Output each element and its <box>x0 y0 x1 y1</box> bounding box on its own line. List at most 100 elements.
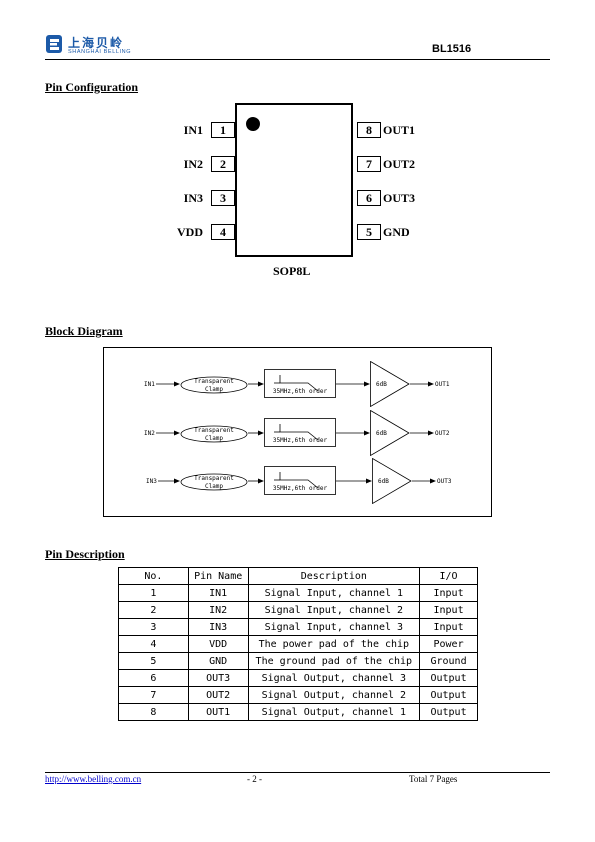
cell-io: Ground <box>419 652 478 670</box>
cell-pin-name: GND <box>187 652 249 670</box>
table-row: 4 VDD The power pad of the chip Power <box>118 635 478 653</box>
cell-io: Output <box>419 686 478 704</box>
cell-pin-number: 1 <box>118 584 189 602</box>
cell-description: Signal Output, channel 1 <box>247 703 421 721</box>
chip-package-outline <box>235 103 353 257</box>
arrow-icon <box>410 381 434 387</box>
table-row: 6 OUT3 Signal Output, channel 3 Output <box>118 669 478 687</box>
column-header: Pin Name <box>187 567 249 585</box>
amplifier-triangle-icon <box>370 361 410 407</box>
lowpass-filter-block <box>264 466 336 495</box>
table-row: 7 OUT2 Signal Output, channel 2 Output <box>118 686 478 704</box>
cell-io: Input <box>419 601 478 619</box>
cell-pin-name: OUT3 <box>187 669 249 687</box>
block-diagram-frame <box>103 347 492 517</box>
cell-description: Signal Output, channel 2 <box>247 686 421 704</box>
cell-description: The ground pad of the chip <box>247 652 421 670</box>
footer-divider <box>45 772 550 773</box>
amplifier-triangle-icon <box>370 410 410 456</box>
channel-output-label: OUT3 <box>437 478 452 485</box>
pin-name-left: IN1 <box>183 123 203 137</box>
cell-pin-name: OUT1 <box>187 703 249 721</box>
amp-gain-label: 6dB <box>376 381 387 388</box>
pin-number-box: 4 <box>211 224 235 240</box>
cell-pin-name: IN1 <box>187 584 249 602</box>
clamp-label-2: Clamp <box>204 483 224 490</box>
clamp-block <box>180 376 248 394</box>
website-link[interactable]: http://www.belling.com.cn <box>45 774 142 784</box>
part-number: BL1516 <box>432 43 472 55</box>
lowpass-filter-block <box>264 418 336 447</box>
cell-pin-number: 4 <box>118 635 189 653</box>
pin-name-left: IN3 <box>183 191 203 205</box>
cell-pin-number: 6 <box>118 669 189 687</box>
cell-pin-number: 7 <box>118 686 189 704</box>
table-row: 2 IN2 Signal Input, channel 2 Input <box>118 601 478 619</box>
logo-chinese-text: 上海贝岭 <box>68 36 125 50</box>
arrow-icon <box>248 430 264 436</box>
cell-io: Output <box>419 703 478 721</box>
cell-io: Input <box>419 618 478 636</box>
package-label: SOP8L <box>273 264 311 278</box>
pin-name-right: GND <box>383 225 410 239</box>
pin-description-table: No. Pin Name Description I/O 1 IN1 Signa… <box>118 567 478 721</box>
cell-pin-number: 3 <box>118 618 189 636</box>
clamp-label-2: Clamp <box>204 435 224 442</box>
table-row: 5 GND The ground pad of the chip Ground <box>118 652 478 670</box>
total-pages: Total 7 Pages <box>409 774 458 784</box>
amplifier-triangle-icon <box>372 458 412 504</box>
table-row: 1 IN1 Signal Input, channel 1 Input <box>118 584 478 602</box>
pin-name-right: OUT2 <box>383 157 416 171</box>
pin-name-left: IN2 <box>183 157 203 171</box>
arrow-icon <box>156 381 180 387</box>
clamp-label-2: Clamp <box>204 386 224 393</box>
cell-description: Signal Output, channel 3 <box>247 669 421 687</box>
pin-number-box: 1 <box>211 122 235 138</box>
channel-output-label: OUT2 <box>435 430 450 437</box>
filter-label: 35MHz,6th order <box>272 388 328 395</box>
logo-english-text: SHANGHAI BELLING <box>68 49 132 55</box>
arrow-icon <box>410 430 434 436</box>
arrow-icon <box>248 381 264 387</box>
arrow-icon <box>158 478 180 484</box>
cell-description: Signal Input, channel 3 <box>247 618 421 636</box>
pin-configuration-heading: Pin Configuration <box>45 80 139 94</box>
cell-description: The power pad of the chip <box>247 635 421 653</box>
arrow-icon <box>248 478 264 484</box>
channel-output-label: OUT1 <box>435 381 450 388</box>
cell-pin-number: 8 <box>118 703 189 721</box>
cell-pin-name: IN3 <box>187 618 249 636</box>
cell-io: Power <box>419 635 478 653</box>
amp-gain-label: 6dB <box>376 430 387 437</box>
pin-number-box: 8 <box>357 122 381 138</box>
lowpass-filter-block <box>264 369 336 398</box>
column-header: Description <box>247 567 421 585</box>
clamp-block <box>180 425 248 443</box>
column-header: No. <box>118 567 189 585</box>
channel-input-label: IN2 <box>144 430 155 437</box>
cell-description: Signal Input, channel 1 <box>247 584 421 602</box>
cell-pin-number: 5 <box>118 652 189 670</box>
table-row: 3 IN3 Signal Input, channel 3 Input <box>118 618 478 636</box>
belling-logo-icon <box>46 35 62 53</box>
pin-number-box: 6 <box>357 190 381 206</box>
cell-io: Input <box>419 584 478 602</box>
cell-description: Signal Input, channel 2 <box>247 601 421 619</box>
cell-pin-name: IN2 <box>187 601 249 619</box>
pin-name-right: OUT3 <box>383 191 416 205</box>
channel-input-label: IN1 <box>144 381 155 388</box>
column-header: I/O <box>419 567 478 585</box>
cell-pin-name: VDD <box>187 635 249 653</box>
arrow-icon <box>336 478 372 484</box>
cell-pin-number: 2 <box>118 601 189 619</box>
filter-label: 35MHz,6th order <box>272 485 328 492</box>
arrow-icon <box>156 430 180 436</box>
pin-number-box: 7 <box>357 156 381 172</box>
block-diagram-heading: Block Diagram <box>45 324 123 338</box>
amp-gain-label: 6dB <box>378 478 389 485</box>
arrow-icon <box>336 430 370 436</box>
pin-number-box: 5 <box>357 224 381 240</box>
cell-pin-name: OUT2 <box>187 686 249 704</box>
cell-io: Output <box>419 669 478 687</box>
table-row: 8 OUT1 Signal Output, channel 1 Output <box>118 703 478 721</box>
